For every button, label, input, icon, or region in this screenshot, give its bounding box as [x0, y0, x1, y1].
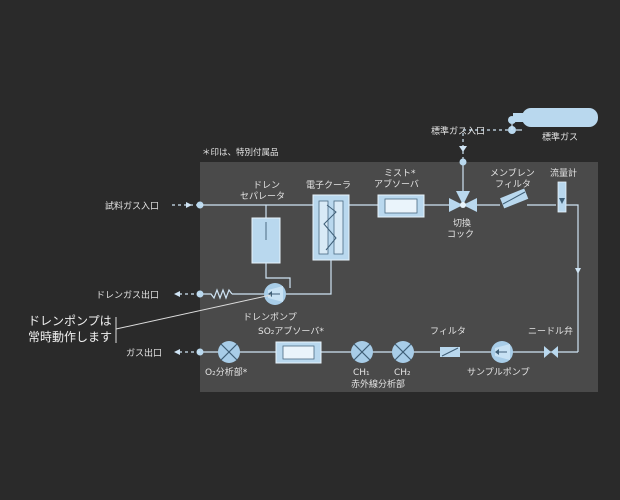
flow-meter-label: 流量計 [550, 167, 577, 179]
drain-pump [264, 283, 286, 305]
mist-absorber-label-1: ミスト* [384, 169, 416, 179]
o2-analyzer [218, 341, 240, 363]
electronic-cooler [312, 194, 350, 261]
standard-gas-port [459, 158, 467, 166]
o2-analyzer-label: O₂分析部* [205, 366, 248, 378]
standard-gas-cylinder [508, 108, 598, 134]
so2-absorber-label: SO₂アブソーバ* [258, 325, 324, 337]
gas-outlet-arrow [174, 349, 180, 355]
ch1-label: CH₁ [353, 368, 370, 378]
switch-cock-label-2: コック [447, 229, 474, 240]
membrane-filter-label-1: メンブレン [490, 167, 535, 179]
right-flow-arrow [575, 268, 581, 274]
needle-valve-label: ニードル弁 [528, 325, 573, 337]
standard-gas-arrow [459, 146, 467, 152]
filter [440, 347, 460, 357]
gas-outlet-label: ガス出口 [126, 347, 162, 359]
callout-leader [115, 294, 272, 330]
electronic-cooler-label: 電子クーラ [306, 180, 351, 191]
so2-absorber [275, 341, 322, 364]
right-return-line [566, 204, 579, 352]
cooler-to-pump [286, 260, 332, 295]
ch2-cell [392, 341, 414, 363]
sample-inlet-arrow [186, 202, 192, 208]
drain-pump-label: ドレンポンプ [243, 312, 297, 323]
drain-separator [251, 217, 281, 264]
callout-line-1: ドレンポンプは [28, 314, 112, 328]
mist-absorber-label-2: アブソーバ [374, 178, 419, 190]
drain-outlet-arrow [174, 291, 180, 297]
membrane-filter [500, 188, 529, 209]
separator-to-pump [265, 263, 291, 288]
callout-line-2: 常時動作します [28, 330, 112, 344]
standard-gas-label: 標準ガス [542, 131, 578, 143]
switch-cock-label-1: 切換 [453, 217, 471, 229]
ir-analyzer-label: 赤外線分析部 [351, 378, 405, 390]
flow-meter [557, 181, 567, 213]
sample-gas-inlet-label: 試料ガス入口 [105, 200, 159, 212]
optional-note: ＊印は、特別付属品 [202, 147, 279, 158]
ch2-label: CH₂ [394, 368, 411, 378]
needle-valve [544, 346, 558, 358]
membrane-filter-label-2: フィルタ [495, 179, 531, 190]
drain-coil [200, 288, 233, 300]
sample-pump [491, 341, 513, 363]
switch-cock [449, 191, 477, 212]
filter-label: フィルタ [430, 326, 466, 337]
sample-pump-label: サンプルポンプ [467, 367, 529, 378]
drain-separator-label-2: セパレータ [240, 191, 285, 202]
standard-gas-inlet-label: 標準ガス入口 [431, 125, 485, 137]
ch1-cell [351, 341, 373, 363]
drain-separator-label-1: ドレン [253, 181, 280, 191]
mist-absorber [377, 194, 425, 218]
drain-gas-outlet-label: ドレンガス出口 [96, 289, 159, 301]
